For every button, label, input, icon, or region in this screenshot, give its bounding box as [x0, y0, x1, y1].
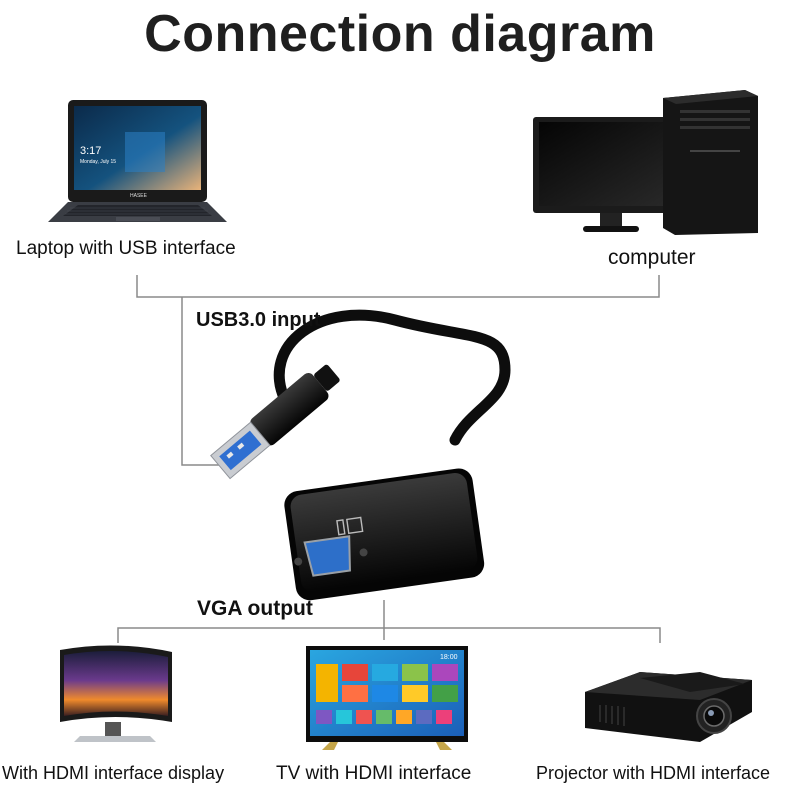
laptop-label: Laptop with USB interface — [16, 238, 236, 259]
computer-label: computer — [608, 246, 696, 269]
top-bracket-line — [136, 275, 660, 298]
laptop-time: 3:17 — [80, 145, 101, 157]
tv-illustration: 18:00 — [306, 646, 468, 750]
connector-lines — [117, 275, 661, 643]
projector-label: Projector with HDMI interface — [536, 763, 771, 783]
tv-time: 18:00 — [440, 654, 458, 661]
tv-label: TV with HDMI interface — [276, 763, 472, 784]
bottom-bracket-line — [117, 627, 661, 643]
usb-input-label: USB3.0 input — [196, 309, 321, 331]
laptop-date: Monday, July 15 — [80, 159, 116, 165]
laptop-brand: HASEE — [130, 193, 148, 199]
display-label: With HDMI interface display — [2, 763, 225, 783]
display-illustration — [60, 645, 172, 742]
laptop-illustration: 3:17 Monday, July 15 HASEE — [48, 100, 227, 222]
computer-illustration — [533, 90, 758, 235]
usb-feed-line — [181, 297, 232, 466]
usb-vga-adapter-illustration — [210, 309, 511, 601]
vga-output-label: VGA output — [197, 597, 313, 620]
diagram-title: Connection diagram — [144, 5, 656, 63]
projector-illustration — [585, 672, 752, 742]
